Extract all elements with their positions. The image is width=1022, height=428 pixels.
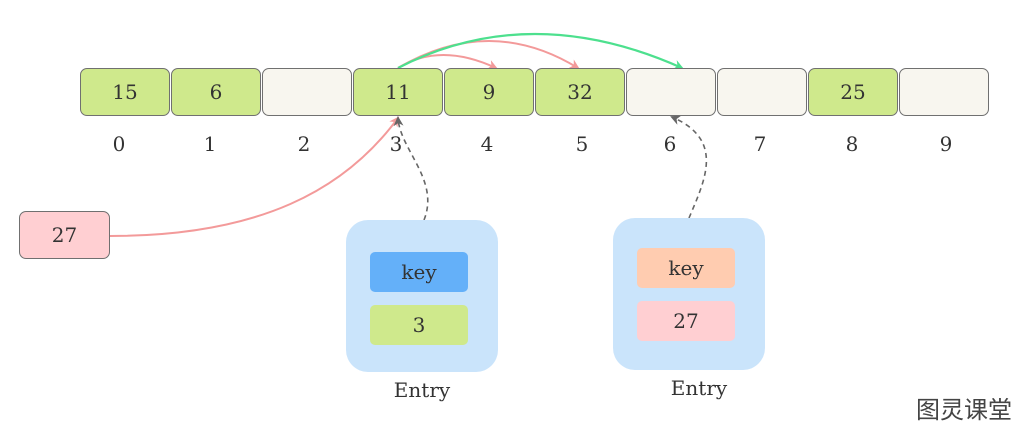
array-cell-2 — [262, 68, 352, 116]
entry1-key-field: key — [370, 252, 468, 292]
array-index-7: 7 — [753, 132, 767, 156]
array-cell-value: 6 — [209, 80, 223, 104]
entry2-value: 27 — [673, 309, 699, 333]
entry1-caption: Entry — [393, 378, 451, 402]
array-cell-0: 15 — [80, 68, 170, 116]
array-index-9: 9 — [939, 132, 953, 156]
array-cell-9 — [899, 68, 989, 116]
entry2-caption: Entry — [670, 376, 728, 400]
array-cell-value: 11 — [385, 80, 411, 104]
array-index-1: 1 — [203, 132, 217, 156]
array-index-6: 6 — [663, 132, 677, 156]
array-index-2: 2 — [297, 132, 311, 156]
array-cell-value: 32 — [567, 80, 593, 104]
entry1-value: 3 — [412, 313, 426, 337]
watermark: 图灵课堂 — [916, 396, 1012, 424]
array-cell-4: 9 — [444, 68, 534, 116]
array-index-8: 8 — [845, 132, 859, 156]
insert-arrow-to-3 — [109, 116, 400, 237]
entry1-pointer — [393, 116, 429, 221]
array-cell-7 — [717, 68, 807, 116]
entry-box-1: key 3 — [346, 220, 498, 372]
entry1-value-field: 3 — [370, 305, 468, 345]
array-cell-3: 11 — [353, 68, 443, 116]
array-index-0: 0 — [112, 132, 126, 156]
incoming-value-box: 27 — [19, 211, 110, 259]
array-cell-6 — [626, 68, 716, 116]
array-cell-value: 9 — [482, 80, 496, 104]
array-index-4: 4 — [480, 132, 494, 156]
entry2-key-label: key — [668, 256, 704, 280]
array-index-5: 5 — [575, 132, 589, 156]
array-cell-5: 32 — [535, 68, 625, 116]
final-arrow-to-6 — [397, 32, 684, 70]
array-cell-8: 25 — [808, 68, 898, 116]
incoming-value: 27 — [51, 223, 78, 247]
array-cell-value: 25 — [840, 80, 866, 104]
array-cell-1: 6 — [171, 68, 261, 116]
array-cell-value: 15 — [112, 80, 138, 104]
entry-box-2: key 27 — [613, 218, 765, 370]
entry1-key-label: key — [401, 260, 437, 284]
entry2-value-field: 27 — [637, 301, 735, 341]
entry2-pointer — [670, 115, 708, 219]
entry2-key-field: key — [637, 248, 735, 288]
array-index-3: 3 — [389, 132, 403, 156]
